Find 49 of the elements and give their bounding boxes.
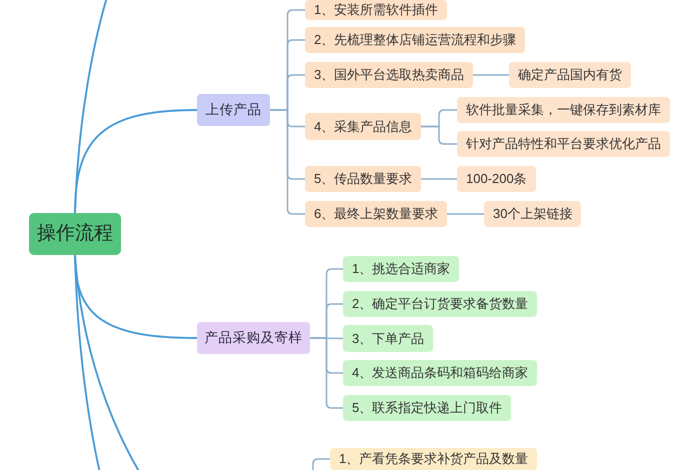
topic-text: 2、先梳理整体店铺运营流程和步骤 [314, 32, 516, 48]
topic-text: 1、挑选合适商家 [352, 261, 450, 277]
subtopic-box [343, 291, 538, 317]
branch-line [74, 254, 101, 470]
topic-text: 100-200条 [466, 171, 527, 187]
subtopic-box [305, 201, 448, 227]
topic-text: 1、产看凭条要求补货产品及数量 [339, 451, 528, 467]
main-topic-box [197, 94, 270, 126]
topic-text: 3、下单产品 [352, 330, 424, 346]
topic-text: 2、确定平台订货要求备货数量 [352, 296, 528, 312]
subtopic-box [457, 166, 536, 192]
connector-line [421, 178, 457, 180]
connector-line [312, 458, 330, 470]
connector-line [421, 126, 457, 145]
topic-text: 6、最终上架数量要求 [314, 206, 438, 222]
subtopic-box [484, 201, 582, 227]
branch-line [74, 109, 198, 214]
subtopic-box [457, 131, 670, 157]
subtopic-box [305, 62, 474, 88]
topic-text: 5、传品数量要求 [314, 171, 412, 187]
subtopic-box [305, 166, 422, 192]
topic-text: 4、发送商品条码和箱码给商家 [352, 365, 528, 381]
connector-line [447, 213, 484, 215]
topic-text: 1、安装所需软件插件 [314, 2, 438, 18]
central-topic-box [29, 213, 121, 255]
topic-text: 5、联系指定快递上门取件 [352, 400, 502, 416]
topic-text: 4、采集产品信息 [314, 118, 412, 134]
subtopic-box [343, 325, 434, 352]
subtopic-box [343, 360, 538, 386]
connector-line [310, 337, 343, 409]
subtopic-box [457, 97, 670, 123]
subtopic-box [330, 448, 538, 470]
subtopic-box [343, 395, 512, 421]
subtopic-box [305, 113, 422, 140]
topic-text: 操作流程 [37, 222, 113, 246]
connector-line [473, 74, 509, 76]
topic-text: 确定产品国内有货 [518, 67, 622, 83]
subtopic-box [305, 27, 526, 53]
main-topic-box [197, 322, 310, 354]
subtopic-box [509, 62, 631, 88]
topic-text: 30个上架链接 [493, 206, 572, 222]
subtopic-box [305, 0, 448, 20]
topic-text: 产品采购及寄样 [204, 330, 302, 346]
topic-text: 上传产品 [206, 102, 262, 118]
topic-text: 针对产品特性和平台要求优化产品 [466, 136, 661, 152]
topic-text: 软件批量采集，一键保存到素材库 [466, 102, 661, 118]
topic-text: 3、国外平台选取热卖商品 [314, 67, 464, 83]
branch-line [74, 254, 141, 470]
subtopic-box [343, 256, 460, 282]
